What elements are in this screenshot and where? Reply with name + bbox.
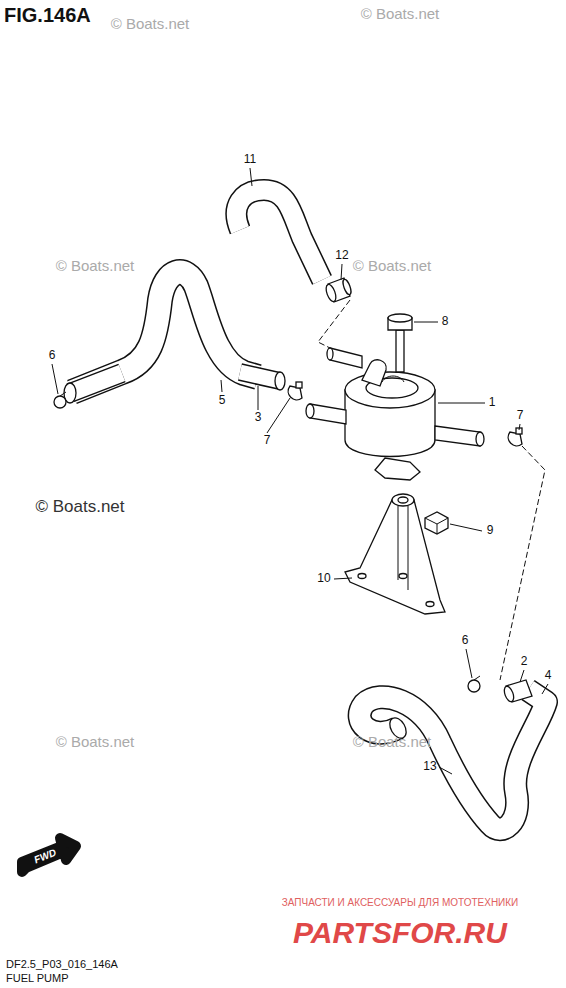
callout-number: 7 (264, 434, 271, 447)
callout-number: 7 (517, 409, 524, 422)
callout-number: 13 (423, 760, 436, 773)
callout-number: 1 (489, 396, 496, 409)
watermark: © Boats.net (353, 734, 432, 751)
hose-11 (236, 190, 322, 280)
callout-number: 6 (49, 349, 56, 362)
callout-number: 5 (219, 394, 226, 407)
bracket-10 (345, 494, 445, 614)
watermark: © Boats.net (353, 258, 432, 275)
leader-lines (52, 168, 548, 774)
callout-number: 4 (545, 669, 552, 682)
callout-number: 3 (255, 411, 262, 424)
fitting-12 (324, 278, 352, 303)
fuel-pump-1 (306, 348, 484, 480)
site-logo: PARTSFOR.RU (293, 916, 507, 949)
watermark: © Boats.net (35, 498, 124, 517)
pipe-2 (503, 680, 532, 703)
callout-number: 2 (521, 655, 528, 668)
callout-number: 12 (335, 249, 348, 262)
watermark: © Boats.net (111, 16, 190, 33)
pipe-3 (240, 372, 285, 390)
nut-9 (425, 512, 448, 534)
site-tagline: ЗАПЧАСТИ И АКСЕССУАРЫ ДЛЯ МОТОТЕХНИКИ (282, 897, 519, 908)
callout-number: 9 (487, 524, 494, 537)
fwd-arrow (22, 838, 76, 872)
figure-name: FUEL PUMP (6, 972, 69, 984)
callout-number: 11 (244, 153, 256, 166)
bolt-8 (388, 314, 412, 372)
dashed-routing (318, 300, 545, 680)
hose-13 (360, 690, 546, 829)
clips (54, 382, 522, 692)
callout-number: 8 (442, 315, 449, 328)
hose-5 (64, 272, 258, 403)
watermark: © Boats.net (56, 734, 135, 751)
figure-code: DF2.5_P03_016_146A (6, 958, 118, 970)
watermark: © Boats.net (361, 6, 440, 23)
callout-number: 6 (462, 634, 469, 647)
figure-title: FIG.146A (4, 4, 91, 26)
callout-number: 10 (317, 572, 330, 585)
watermark: © Boats.net (56, 258, 135, 275)
